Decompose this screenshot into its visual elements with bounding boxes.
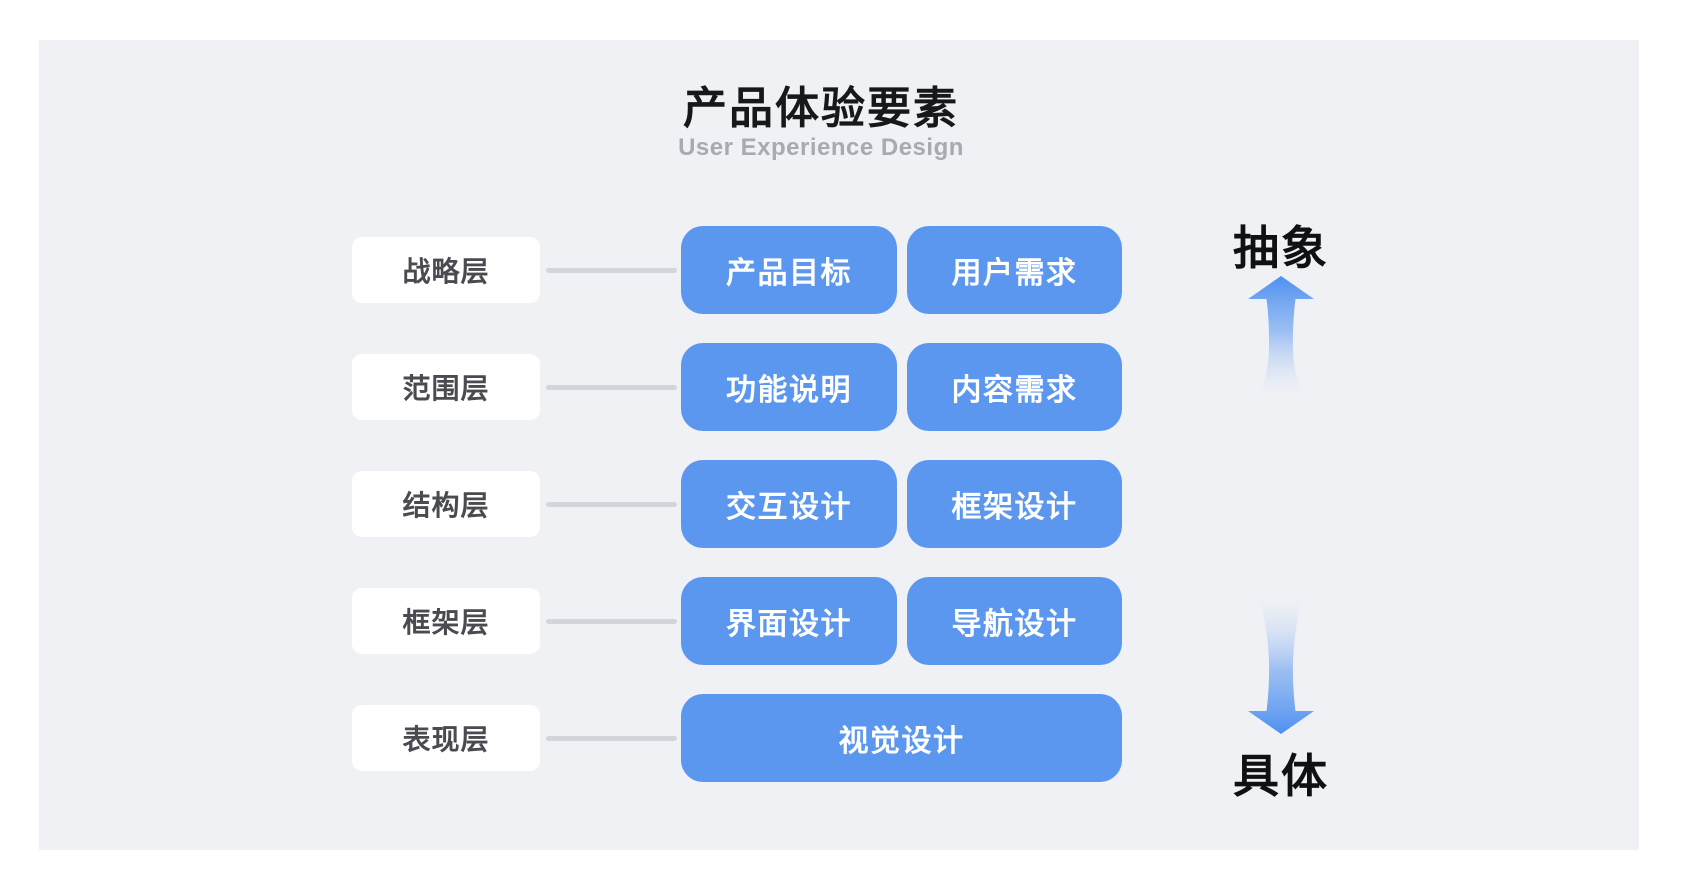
layer-row-scope: 范围层 功能说明 内容需求 [39, 343, 1639, 431]
node-content-requirements: 内容需求 [907, 343, 1122, 431]
layer-label-surface: 表现层 [352, 705, 540, 771]
layer-row-strategy: 战略层 产品目标 用户需求 [39, 226, 1639, 314]
down-arrow-icon [1248, 592, 1314, 734]
layer-label-skeleton: 框架层 [352, 588, 540, 654]
node-user-needs: 用户需求 [907, 226, 1122, 314]
page-title: 产品体验要素 [683, 84, 959, 133]
node-product-goals: 产品目标 [681, 226, 897, 314]
axis-label-abstract: 抽象 [1233, 222, 1329, 274]
node-visual-design: 视觉设计 [681, 694, 1122, 782]
node-interface-design: 界面设计 [681, 577, 897, 665]
up-arrow-icon [1248, 276, 1314, 400]
connector-line [546, 268, 677, 273]
layer-row-structure: 结构层 交互设计 框架设计 [39, 460, 1639, 548]
node-framework-design: 框架设计 [907, 460, 1122, 548]
connector-line [546, 736, 677, 741]
layer-label-structure: 结构层 [352, 471, 540, 537]
diagram-panel: 产品体验要素 User Experience Design 战略层 产品目标 用… [39, 40, 1639, 850]
node-navigation-design: 导航设计 [907, 577, 1122, 665]
page-subtitle: User Experience Design [678, 134, 964, 161]
node-interaction-design: 交互设计 [681, 460, 897, 548]
node-functional-specs: 功能说明 [681, 343, 897, 431]
layer-label-scope: 范围层 [352, 354, 540, 420]
layer-row-skeleton: 框架层 界面设计 导航设计 [39, 577, 1639, 665]
connector-line [546, 502, 677, 507]
layer-label-strategy: 战略层 [352, 237, 540, 303]
connector-line [546, 619, 677, 624]
layer-row-surface: 表现层 视觉设计 [39, 694, 1639, 782]
connector-line [546, 385, 677, 390]
axis-label-concrete: 具体 [1233, 750, 1329, 802]
